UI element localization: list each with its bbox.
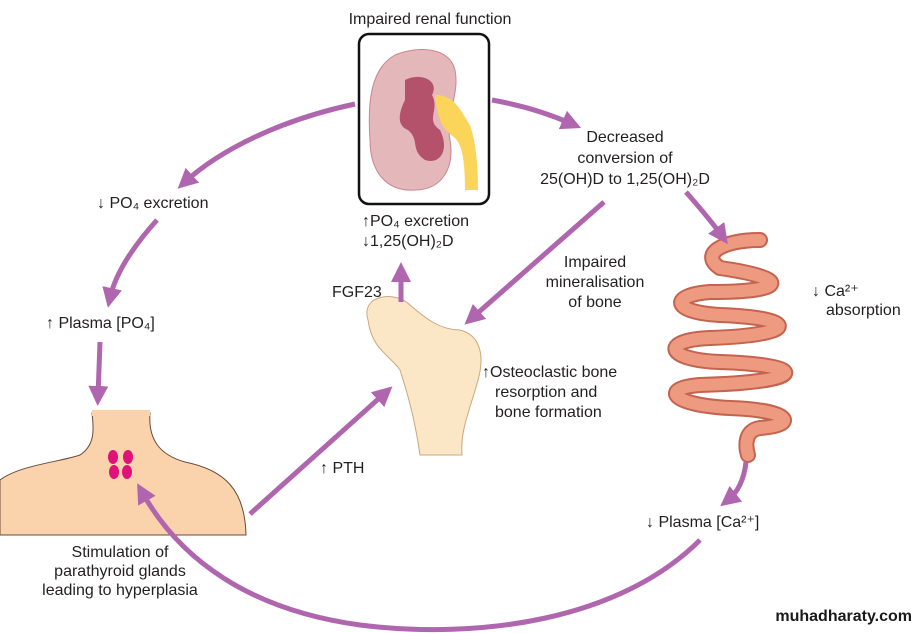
ca-absorption-line1: ↓ Ca²⁺ <box>812 283 859 300</box>
plasma-ca-label: ↓ Plasma [Ca²⁺] <box>646 514 760 531</box>
decreased-conversion-line3: 25(OH)D to 1,25(OH)₂D <box>540 171 710 188</box>
arrow-parathyroid-to-bone-pth <box>248 386 393 516</box>
osteoclastic-line1: ↑Osteoclastic bone <box>482 364 618 381</box>
parathyroid-line1: Stimulation of <box>71 544 169 561</box>
arrow-plasma-po4-to-parathyroid <box>88 341 109 406</box>
impaired-mineralisation-line1: Impaired <box>563 254 627 271</box>
decreased-conversion-line1: Decreased <box>586 129 664 146</box>
femur-bone-illustration <box>366 296 482 456</box>
pth-label: ↑ PTH <box>320 460 365 477</box>
fgf23-label: FGF23 <box>332 284 382 301</box>
parathyroid-glands <box>108 450 133 479</box>
arrow-intestine-to-plasma-ca <box>720 461 749 507</box>
watermark: muhadharaty.com <box>772 607 915 627</box>
plasma-po4-label: ↑ Plasma [PO₄] <box>46 315 155 332</box>
kidney-effect-vitd: ↓1,25(OH)₂D <box>362 233 454 250</box>
kidney-illustration <box>357 32 491 206</box>
po4-excretion-label: ↓ PO₄ excretion <box>97 195 209 212</box>
arrow-conversion-to-intestine <box>684 190 728 245</box>
title-impaired-renal-function: Impaired renal function <box>348 11 512 28</box>
impaired-mineralisation-line3: of bone <box>568 294 622 311</box>
osteoclastic-line2: resorption and <box>495 384 598 401</box>
arrow-plasma-ca-to-parathyroid <box>137 483 702 633</box>
intestine-illustration <box>667 232 794 463</box>
parathyroid-line2: parathyroid glands <box>54 563 186 580</box>
osteoclastic-line3: bone formation <box>495 404 602 421</box>
arrow-kidney-to-decreased-conversion <box>491 97 582 130</box>
arrow-po4-excretion-to-plasma-po4 <box>102 218 159 308</box>
ca-absorption-line2: absorption <box>826 302 901 319</box>
parathyroid-line3: leading to hyperplasia <box>42 582 198 599</box>
decreased-conversion-line2: conversion of <box>577 150 673 167</box>
arrow-kidney-to-po4-excretion <box>177 101 356 189</box>
flow-arrows <box>88 97 749 633</box>
neck-shoulders-illustration <box>0 410 247 536</box>
kidney-effect-po4: ↑PO₄ excretion <box>362 213 470 230</box>
arrow-conversion-to-bone <box>464 200 606 325</box>
impaired-mineralisation-line2: mineralisation <box>545 274 645 291</box>
